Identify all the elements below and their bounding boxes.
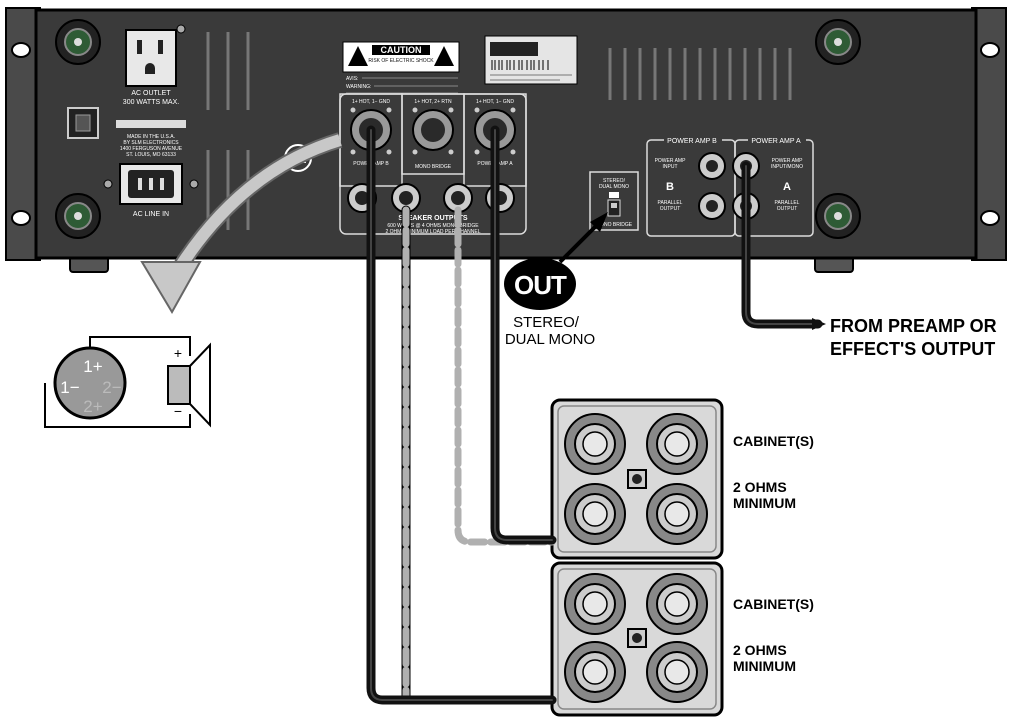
- cable-gray-to-top-cabinet: [454, 206, 556, 546]
- speaker-minus: −: [174, 403, 182, 419]
- ac-line-in-socket[interactable]: AC LINE IN: [103, 163, 199, 218]
- made-in-line-4: ST. LOUIS, MO 63133: [126, 152, 176, 158]
- power-amp-input-a-2: INPUT/MONO: [771, 164, 803, 170]
- ac-outlet-rating: 300 WATTS MAX.: [123, 99, 179, 106]
- parallel-output-b-jack[interactable]: [698, 192, 726, 220]
- ac-outlet: AC OUTLET 300 WATTS MAX.: [123, 24, 186, 106]
- speakon-pinout-arrow-icon: [140, 132, 343, 314]
- avis-label: AVIS:: [346, 76, 358, 82]
- rack-hole-br: [980, 210, 1000, 226]
- cabinet-top-impedance-1: 2 OHMS: [733, 479, 787, 495]
- speaker-outputs-load: 2 OHMS MINIMUM LOAD PER CHANNEL: [385, 229, 480, 235]
- letter-b: B: [666, 181, 674, 193]
- parallel-output-a-2: OUTPUT: [777, 206, 798, 212]
- ac-outlet-label: AC OUTLET: [131, 90, 171, 97]
- corner-foot-tl: [55, 19, 101, 65]
- pin-2-minus: 2−: [102, 378, 121, 397]
- cabinet-bottom-name: CABINET(S): [733, 596, 814, 612]
- caution-label: CAUTION RISK OF ELECTRIC SHOCK AVIS: WAR…: [342, 41, 460, 94]
- speaker-plus: +: [174, 345, 182, 361]
- cabinet-bottom-speaker-1: [564, 573, 626, 635]
- switch-callout-arrow-icon: [558, 220, 602, 264]
- rack-hole-tl: [11, 42, 31, 58]
- cabinet-top-tweeter: [627, 469, 647, 489]
- jack-label-bridge: 1+ HOT, 2+ RTN: [414, 99, 452, 105]
- cabinet-top-speaker-1: [564, 413, 626, 475]
- cabinet-bottom-impedance-2: MINIMUM: [733, 658, 796, 674]
- out-badge-text: OUT: [514, 270, 567, 300]
- letter-a: A: [783, 181, 791, 193]
- cabinet-top-speaker-3: [564, 483, 626, 545]
- input-source-label: FROM PREAMP OR EFFECT'S OUTPUT: [830, 316, 997, 359]
- speakon-jack-bridge[interactable]: MONO BRIDGE: [412, 107, 454, 171]
- amp-rear-panel: AC OUTLET 300 WATTS MAX. MADE IN THE U.S…: [5, 7, 1007, 273]
- speaker-outputs-title: SPEAKER OUTPUTS: [398, 215, 468, 222]
- cabinet-top-speaker-2: [646, 413, 708, 475]
- speaker-cabinet-bottom: [550, 561, 724, 717]
- parallel-output-b-1: PARALLEL: [658, 200, 683, 206]
- input-label-line-2: EFFECT'S OUTPUT: [830, 339, 995, 359]
- made-in-line-3: 1400 FERGUSON AVENUE: [120, 146, 183, 152]
- power-amp-input-a-1: POWER AMP: [772, 158, 804, 164]
- power-amp-input-b-jack[interactable]: [698, 152, 726, 180]
- cabinet-bottom-speaker-4: [646, 641, 708, 703]
- power-amp-a-header: POWER AMP A: [751, 138, 801, 145]
- cabinet-top-name: CABINET(S): [733, 433, 814, 449]
- jack-label-b: 1+ HOT, 1− GND: [352, 99, 390, 105]
- switch-top-label-1: STEREO/: [603, 178, 626, 184]
- cabinet-bottom-label: CABINET(S) 2 OHMS MINIMUM: [733, 596, 814, 674]
- made-in-line-1: MADE IN THE U.S.A.: [127, 134, 175, 140]
- cabinet-top-speaker-4: [646, 483, 708, 545]
- stereo-mono-switch-panel: STEREO/ DUAL MONO MONO BRIDGE: [589, 171, 639, 231]
- corner-foot-tr: [815, 19, 861, 65]
- pin-1-plus: 1+: [83, 357, 102, 376]
- manufacturer-label: MADE IN THE U.S.A. BY SLM ELECTRONICS 14…: [116, 120, 186, 158]
- power-switch[interactable]: [67, 107, 99, 139]
- power-amp-input-b-1: POWER AMP: [655, 158, 687, 164]
- speaker-jack-a2[interactable]: [485, 183, 515, 213]
- corner-foot-bl: [55, 193, 101, 239]
- parallel-output-a-1: PARALLEL: [775, 200, 800, 206]
- mode-label-2: DUAL MONO: [505, 331, 595, 348]
- pin-1-minus: 1−: [60, 378, 79, 397]
- warning-label: WARNING:: [346, 84, 371, 90]
- pin-2-plus: 2+: [83, 397, 102, 416]
- cabinet-top-label: CABINET(S) 2 OHMS MINIMUM: [733, 433, 814, 511]
- corner-foot-br: [815, 193, 861, 239]
- speaker-symbol-icon: [167, 342, 211, 428]
- switch-top-label-2: DUAL MONO: [599, 184, 629, 190]
- rack-hole-tr: [980, 42, 1000, 58]
- mono-bridge-label: MONO BRIDGE: [415, 164, 452, 170]
- cabinet-bottom-speaker-2: [646, 573, 708, 635]
- rack-hole-bl: [11, 210, 31, 226]
- power-amp-input-b-2: INPUT: [663, 164, 678, 170]
- parallel-output-b-2: OUTPUT: [660, 206, 681, 212]
- ac-line-in-label: AC LINE IN: [133, 211, 169, 218]
- switch-bottom-label: MONO BRIDGE: [596, 222, 633, 228]
- cabinet-bottom-tweeter: [627, 628, 647, 648]
- cables: [366, 125, 826, 705]
- serial-barcode-label: [484, 35, 578, 85]
- speaker-cabinet-top: [550, 398, 724, 560]
- jack-label-a: 1+ HOT, 1− GND: [476, 99, 514, 105]
- made-in-line-2: BY SLM ELECTRONICS: [123, 140, 179, 146]
- switch-callout: OUT STEREO/ DUAL MONO: [504, 212, 608, 348]
- input-label-line-1: FROM PREAMP OR: [830, 316, 997, 336]
- mode-label-1: STEREO/: [513, 314, 580, 331]
- caution-sub: RISK OF ELECTRIC SHOCK: [368, 58, 434, 64]
- cabinet-bottom-impedance-1: 2 OHMS: [733, 642, 787, 658]
- cabinet-top-impedance-2: MINIMUM: [733, 495, 796, 511]
- speakon-pin-face: [53, 346, 127, 420]
- speaker-outputs-spec: 600 WATTS @ 4 OHMS MONO BRIDGE: [387, 223, 479, 229]
- caution-title: CAUTION: [381, 45, 422, 55]
- out-badge: [504, 258, 576, 310]
- power-amp-b-header: POWER AMP B: [667, 138, 717, 145]
- cabinet-bottom-speaker-3: [564, 641, 626, 703]
- input-cable-plug-icon: [812, 318, 826, 330]
- vent-slots-right: [608, 48, 792, 100]
- speakon-pinout-diagram: 1+ 1− 2− 2+ + −: [44, 336, 211, 428]
